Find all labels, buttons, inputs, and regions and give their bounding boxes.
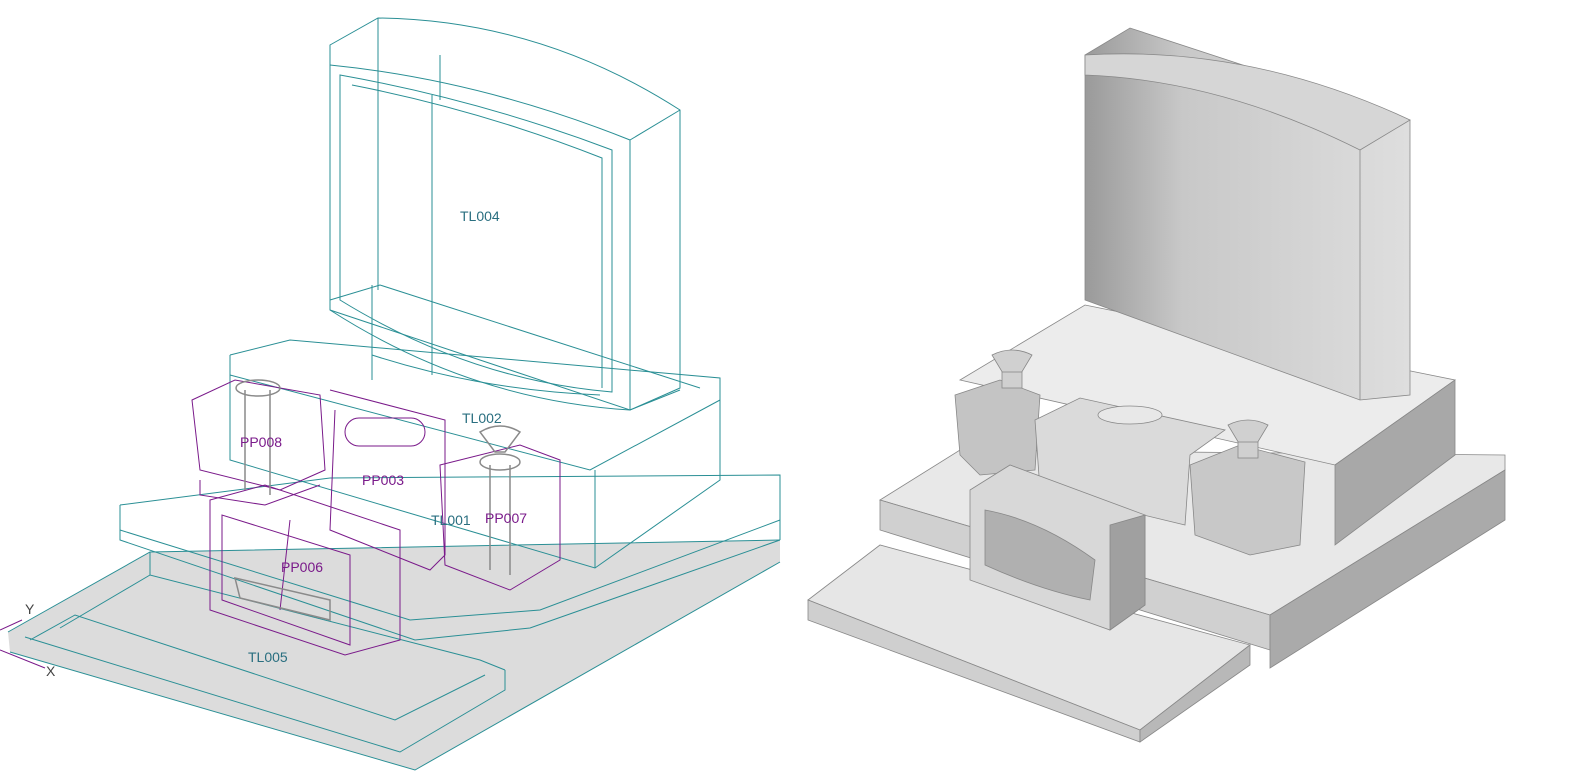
label-tl001: TL001 (431, 512, 471, 528)
right-vase-block (1189, 444, 1306, 556)
label-pp006: PP006 (281, 559, 323, 575)
shaded-view (807, 27, 1506, 743)
label-pp007: PP007 (485, 510, 527, 526)
axis-x-label: X (46, 663, 56, 679)
label-tl004: TL004 (460, 208, 500, 224)
axis-indicator (0, 619, 46, 669)
left-vase-block (954, 379, 1041, 476)
base-floor-fill (8, 540, 780, 770)
label-tl005: TL005 (248, 649, 288, 665)
label-pp003: PP003 (362, 472, 404, 488)
parts-lines (191, 379, 561, 656)
headstone-lines (329, 17, 681, 411)
label-pp008: PP008 (240, 434, 282, 450)
vase-parts (233, 379, 522, 621)
label-tl002: TL002 (462, 410, 502, 426)
wireframe-view: Y X TL004 TL002 TL001 TL005 PP003 PP006 … (0, 17, 781, 771)
vase-cups (991, 349, 1269, 459)
base-slab-lines (7, 284, 781, 771)
axis-y-label: Y (25, 601, 35, 617)
